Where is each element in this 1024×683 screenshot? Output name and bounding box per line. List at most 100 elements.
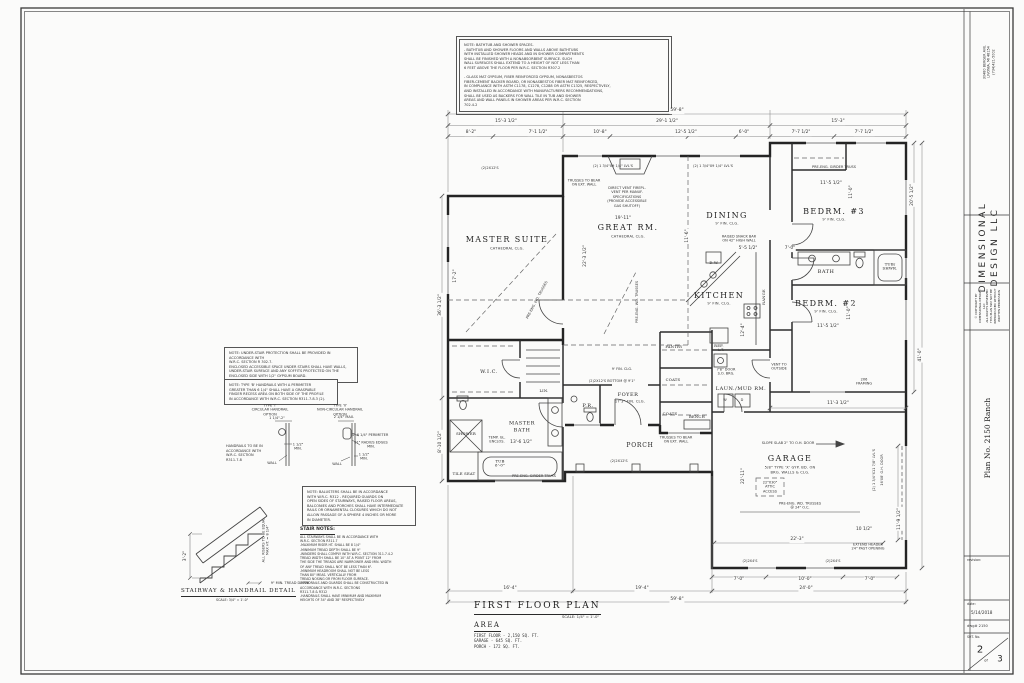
revision-label: revision: <box>967 558 982 562</box>
dim-label: 15'-3 1/2" <box>494 119 518 125</box>
master-shower <box>449 419 483 453</box>
title-block-copyright: © COPYRIGHT BY DIMENSIONAL DESIGN, LLC A… <box>973 288 1001 324</box>
annotation: VENT TO OUTSIDE <box>771 362 787 371</box>
room-label-pantry: PANTRY <box>665 343 683 349</box>
refrigerator <box>709 327 729 344</box>
handrail-type2-title: TYPE 'II' NON-CIRCULAR HANDRAIL OPTION <box>317 403 363 417</box>
room-label-coats-2: COATS <box>662 410 678 416</box>
sheet-number-current: 2 <box>976 644 984 656</box>
type-b-handrail-note: NOTE: TYPE 'B' HANDRAILS WITH A PERIMETE… <box>224 379 338 406</box>
room-label-laundry: LAUN./MUD RM. <box>715 385 767 392</box>
date-value: 5/14/2018 <box>971 610 993 615</box>
dim-label: 7'-0" <box>783 246 797 252</box>
dim-label: 12'-4" <box>741 322 747 338</box>
dim-label: 6'-0" <box>737 130 751 136</box>
pr-lav <box>570 395 578 403</box>
room-label-wic: W.I.C. <box>480 368 498 375</box>
dim-label: 13'-6 1/2" <box>509 440 533 446</box>
annotation: 7'8" DOOR S.O. BRG. <box>716 367 736 376</box>
stairway-detail-linework <box>187 506 268 585</box>
room-label-master-bath: MASTER BATH <box>509 420 535 434</box>
annotation: 16'X8' O.H. DOOR <box>879 454 884 486</box>
room-sub-bedrm-3: 9' FIN. CLG. <box>822 217 846 222</box>
bath-vanity <box>797 251 851 266</box>
stair-riser-note: ALL RISERS TO BE EQUAL MAX HT. = 8 1/4" <box>261 517 270 563</box>
annotation: (2) 1 3/4"X9 1/4" LVL'S <box>693 163 733 168</box>
annotation: (2)2X12'S <box>481 165 499 170</box>
dim-label: 7'-7 1/2" <box>790 130 812 136</box>
annotation: (2)2X4'S <box>742 558 758 563</box>
handrail-details-linework <box>275 420 361 466</box>
annotation: TRUSSES TO BEAR ON EXT. WALL <box>659 435 693 444</box>
laundry-tub <box>713 353 728 368</box>
dimension-lines <box>441 110 923 604</box>
dim-label: 59'-8" <box>669 108 685 114</box>
hr1-dim: 1 1/4"-2" <box>269 415 285 420</box>
plan-title: FIRST FLOOR PLAN <box>474 601 601 615</box>
handrail-accordance-note: HANDRAILS TO BE IN ACCORDANCE WITH W.R.C… <box>226 444 263 462</box>
sheet-number-diagonal <box>967 637 1009 671</box>
dim-label: 59'-8" <box>669 597 685 603</box>
stairway-detail-title: STAIRWAY & HANDRAIL DETAIL <box>181 588 296 598</box>
room-label-great-rm: GREAT RM. <box>597 222 659 232</box>
understair-note: NOTE: UNDER-STAIR PROTECTION SHALL BE PR… <box>224 347 358 383</box>
room-sub-bedrm-2: 9' FIN. CLG. <box>814 309 838 314</box>
label-shower: SHOWER <box>456 430 476 436</box>
dim-label: 11'-9 1/2" <box>897 507 903 531</box>
dim-label: 22'-3" <box>789 537 805 543</box>
hr2-dim: 4"-6 1/4" PERIMETER <box>351 432 389 437</box>
annotation: TEMP. GL. ENCLOS. <box>488 435 506 444</box>
dim-label: 19'-11" <box>614 216 632 222</box>
annotation: (2)2X4'S <box>825 558 841 563</box>
dim-label: 7'-0" <box>732 577 746 583</box>
room-label-dining: DINING <box>706 210 748 220</box>
room-label-porch: PORCH <box>626 442 654 450</box>
dim-label: 11'-3 1/2" <box>826 401 850 407</box>
stair-notes: ALL STAIRWAYS SHALL BE IN ACCORDANCE WIT… <box>300 535 393 603</box>
sheet-number-of: of <box>984 658 988 663</box>
bath-tub-shower <box>873 249 907 286</box>
room-label-pr: P.R. <box>582 402 594 409</box>
annotation: SLOPE SLAB 2" TO O.H. DOOR <box>761 440 815 445</box>
room-label-foyer: FOYER <box>617 391 639 398</box>
dwg-number: dwg# 2150 <box>967 624 988 628</box>
dim-label: 8'-10 1/2" <box>438 430 444 454</box>
annotation: D <box>740 397 744 402</box>
room-label-bath: BATH <box>817 268 835 275</box>
dim-label: 24'-0" <box>798 586 814 592</box>
room-label-bedrm-3: BEDRM. #3 <box>803 206 865 216</box>
dim-label: 16'-4" <box>502 586 518 592</box>
label-tub: TUB 6'-0" <box>495 458 505 468</box>
annotation: PRE-ENG. WD. TRUSSES <box>634 280 639 324</box>
annotation: 22"X30" ATTIC ACCESS <box>762 480 778 494</box>
dim-label: 11'-5 1/2" <box>819 181 843 187</box>
dim-label: 10'-0" <box>797 577 813 583</box>
room-sub-kitchen: 9' FIN. CLG. <box>707 301 731 306</box>
dim-label: 10 1/2" <box>854 527 874 533</box>
label-range: RANGE <box>760 289 766 305</box>
dim-label: 7'-1 1/2" <box>527 130 549 136</box>
washer <box>717 393 734 408</box>
annotation: L.T. <box>718 347 724 352</box>
master-toilet <box>459 399 467 410</box>
balusters-note: NOTE: BALUSTERS SHALL BE IN ACCORDANCE W… <box>302 486 416 527</box>
dim-label: 11'-5 1/2" <box>816 324 840 330</box>
annotation: (2)2X12'S <box>610 458 628 463</box>
door-swings <box>501 223 815 428</box>
annotation: PRE-ENG. GIRDER TRUSS <box>812 164 856 169</box>
pr-toilet <box>583 407 597 413</box>
annotation: PRE-ENG. WD. TRUSSES @ 24" O.C. <box>778 501 822 510</box>
exterior-walls <box>446 141 908 570</box>
hr2-wall-label: WALL <box>332 461 342 466</box>
dim-label: 5'-5 1/2" <box>737 246 759 252</box>
hr2-dim: 1 1/2" MIN. <box>358 452 370 461</box>
dim-label: 10'-8" <box>592 130 608 136</box>
fireplace <box>607 155 653 175</box>
date-label: date: <box>967 602 976 606</box>
dim-label: 22'-11" <box>741 467 747 485</box>
annotation: PRE-ENG. GIRDER TRUSS <box>512 473 556 478</box>
annotation: 2X6 FRAMING <box>855 377 873 386</box>
attic-access-outline <box>755 477 785 497</box>
